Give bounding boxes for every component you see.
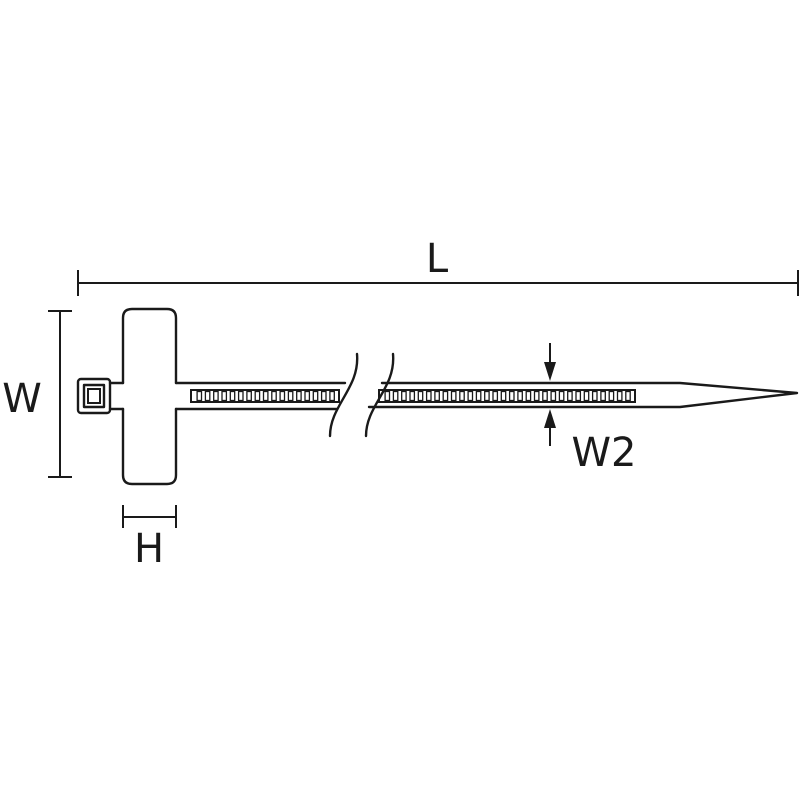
serration-tooth <box>401 390 407 402</box>
serration-tooth <box>492 390 499 402</box>
serration-tooth <box>467 390 474 402</box>
serration-tooth <box>567 390 573 402</box>
serration-tooth <box>533 390 540 402</box>
serration-tooth <box>417 390 424 402</box>
tie-head-slot <box>82 383 106 409</box>
dimension-h: H <box>122 505 177 572</box>
serration-tooth <box>459 390 465 402</box>
serration-tooth <box>475 390 482 402</box>
dimension-w2-bottom-arrow <box>544 409 556 428</box>
serration-tooth <box>450 390 457 402</box>
dimension-l: L <box>77 236 799 296</box>
dimension-w-label: W <box>2 376 42 422</box>
serration-tooth <box>221 390 228 402</box>
strap-right-section <box>367 381 799 409</box>
break-line-right <box>364 352 395 438</box>
serration-tooth <box>246 390 252 402</box>
serration-tooth <box>517 390 523 402</box>
serration-tooth <box>558 390 565 402</box>
serration-tooth <box>384 390 391 402</box>
serration-tooth <box>525 390 532 402</box>
serration-tooth <box>625 390 631 402</box>
serration-tooth <box>279 390 286 402</box>
dimension-w: W <box>2 310 72 478</box>
dimension-h-label: H <box>134 526 164 572</box>
cable-tie <box>76 307 799 486</box>
serration-tooth <box>600 390 606 402</box>
serration-tooth <box>550 390 557 402</box>
serration-tooth <box>329 390 335 402</box>
serration-tooth <box>608 390 615 402</box>
dimension-l-label: L <box>426 236 449 282</box>
tie-head-pawl <box>87 388 101 404</box>
dimension-w2-top-arrow <box>544 362 556 381</box>
strap-left-section <box>174 381 347 411</box>
serration-tooth <box>304 390 311 402</box>
serration-tooth <box>196 390 203 402</box>
tie-head <box>76 377 112 415</box>
serration-tooth <box>271 390 277 402</box>
dimension-w2-label: W2 <box>572 430 637 476</box>
serration-tooth <box>434 390 440 402</box>
serration-tooth <box>575 390 582 402</box>
serration-tooth <box>484 390 490 402</box>
serration-band-left <box>190 389 340 403</box>
serration-tooth <box>237 390 244 402</box>
serration-tooth <box>287 390 294 402</box>
serration-tooth <box>508 390 515 402</box>
serration-tooth <box>229 390 236 402</box>
serration-tooth <box>392 390 399 402</box>
serration-tooth <box>442 390 449 402</box>
serration-band-right <box>378 389 636 403</box>
serration-teeth-right <box>384 390 631 402</box>
serration-tooth <box>500 390 507 402</box>
serration-tooth <box>204 390 211 402</box>
serration-tooth <box>425 390 432 402</box>
serration-teeth-left <box>196 390 335 402</box>
serration-tooth <box>312 390 319 402</box>
serration-tooth <box>583 390 590 402</box>
marker-tab <box>121 307 178 486</box>
serration-tooth <box>409 390 416 402</box>
serration-tooth <box>213 390 219 402</box>
serration-tooth <box>542 390 548 402</box>
serration-tooth <box>296 390 302 402</box>
serration-tooth <box>591 390 598 402</box>
serration-tooth <box>262 390 269 402</box>
serration-tooth <box>320 390 327 402</box>
serration-tooth <box>254 390 261 402</box>
dimension-w2: W2 <box>544 343 637 476</box>
break-line-left <box>328 352 359 438</box>
serration-tooth <box>616 390 623 402</box>
